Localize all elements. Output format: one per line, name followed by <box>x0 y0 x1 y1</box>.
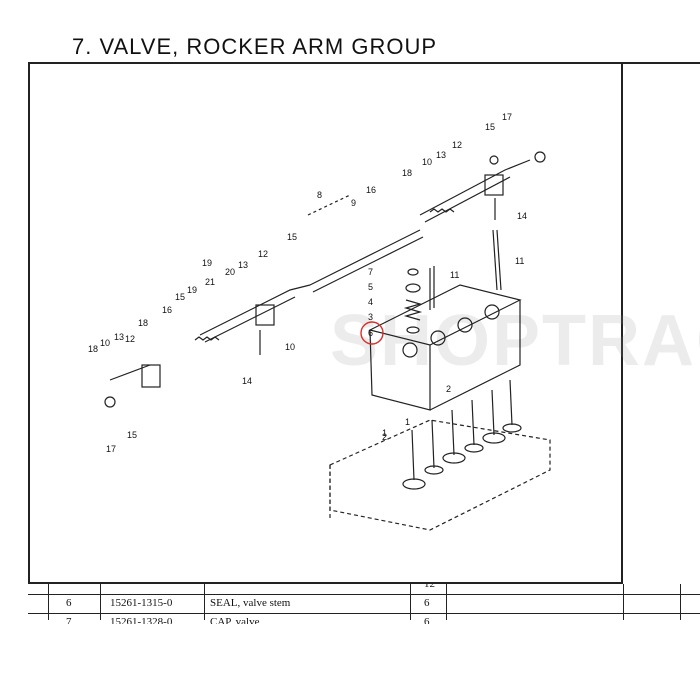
table-divider <box>204 584 205 620</box>
callout-11: 11 <box>450 270 459 280</box>
row-part-number: 15261-1328-0 <box>110 616 173 624</box>
table-row: 6 15261-1315-0 SEAL, valve stem 6 <box>28 595 700 614</box>
callout-12c: 12 <box>125 334 135 344</box>
callout-16: 16 <box>366 185 376 195</box>
callout-17: 17 <box>502 112 512 122</box>
callout-15b: 15 <box>287 232 297 242</box>
callout-13c: 13 <box>114 332 124 342</box>
table-divider <box>446 584 447 620</box>
callout-17b: 17 <box>106 444 116 454</box>
row-description: CAP, valve <box>210 616 260 624</box>
diagram-frame-right <box>623 62 700 584</box>
callout-19: 19 <box>202 258 212 268</box>
callout-13b: 13 <box>238 260 248 270</box>
table-divider <box>623 584 624 620</box>
callout-9: 9 <box>351 198 356 208</box>
callout-6: 6 <box>368 328 373 338</box>
row-part-number: 15261-1315-0 <box>110 597 173 609</box>
right-rocker-bracket <box>484 174 504 196</box>
callout-15c: 15 <box>175 292 185 302</box>
callout-1b: 1 <box>382 428 387 438</box>
row-no: 6 <box>66 597 72 609</box>
callout-1: 1 <box>405 417 410 427</box>
row-qty: 6 <box>424 616 430 624</box>
callout-18b: 18 <box>138 318 148 328</box>
row-description: SEAL, valve stem <box>210 597 291 609</box>
callout-21: 21 <box>205 277 215 287</box>
callout-10: 10 <box>422 157 432 167</box>
callout-18: 18 <box>402 168 412 178</box>
callout-12: 12 <box>452 140 462 150</box>
table-divider <box>680 584 681 620</box>
callout-10c: 10 <box>100 338 110 348</box>
page-title: 7. VALVE, ROCKER ARM GROUP <box>72 34 438 59</box>
callout-11b: 11 <box>515 256 524 266</box>
callout-14b: 14 <box>242 376 252 386</box>
table-divider <box>410 584 411 620</box>
callout-18c: 18 <box>88 344 98 354</box>
rocker-shaft <box>309 229 421 286</box>
callout-2: 2 <box>446 384 451 394</box>
row-no: 7 <box>66 616 72 624</box>
table-divider <box>48 584 49 620</box>
qty-partial: 12 <box>424 584 435 590</box>
left-rocker-bracket <box>141 364 161 388</box>
callout-13: 13 <box>436 150 446 160</box>
callout-3: 3 <box>368 312 373 322</box>
callout-19b: 19 <box>187 285 197 295</box>
callout-8: 8 <box>317 190 322 200</box>
callout-2b: 2 <box>382 432 387 442</box>
table-row: 7 15261-1328-0 CAP, valve 6 <box>28 614 700 624</box>
callout-15d: 15 <box>127 430 137 440</box>
diagram-frame <box>28 62 623 584</box>
callout-15: 15 <box>485 122 495 132</box>
callout-16b: 16 <box>162 305 172 315</box>
center-rocker-bracket <box>255 304 275 326</box>
highlight-circle <box>360 321 384 345</box>
parts-table: 12 6 15261-1315-0 SEAL, valve stem 6 7 1… <box>28 584 700 624</box>
callout-20: 20 <box>225 267 235 277</box>
callout-14: 14 <box>517 211 527 221</box>
callout-5: 5 <box>368 282 373 292</box>
callout-4: 4 <box>368 297 373 307</box>
callout-12b: 12 <box>258 249 268 259</box>
callout-10b: 10 <box>285 342 295 352</box>
callout-7: 7 <box>368 267 373 277</box>
row-qty: 6 <box>424 597 430 609</box>
table-divider <box>100 584 101 620</box>
table-row-partial: 12 <box>28 584 700 595</box>
